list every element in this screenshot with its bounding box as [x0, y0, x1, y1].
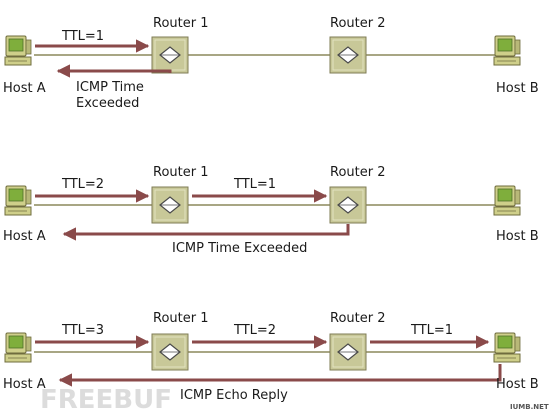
reply-label-line-2: Exceeded — [76, 96, 139, 111]
host-b-label: Host B — [496, 81, 539, 96]
router-1-icon — [151, 36, 189, 74]
router-1-label: Router 1 — [153, 311, 209, 326]
router-2-icon — [329, 186, 367, 224]
scenario-3: TTL=3 TTL=2 TTL=1 Router 1 Router 2 Host… — [3, 311, 539, 403]
router-2-icon — [329, 333, 367, 371]
ttl-label: TTL=1 — [410, 323, 453, 338]
host-b-label: Host B — [496, 377, 539, 392]
watermark-left: FREEBUF — [40, 385, 172, 412]
host-a-icon — [4, 185, 32, 216]
host-b-icon — [493, 35, 521, 66]
router-1-icon — [151, 333, 189, 371]
scenario-1: TTL=1 Router 1 Router 2 Host A Host B IC… — [3, 16, 539, 111]
router-2-label: Router 2 — [330, 311, 386, 326]
reply-arrow — [56, 64, 172, 78]
host-a-label: Host A — [3, 377, 46, 392]
router-1-label: Router 1 — [153, 165, 209, 180]
router-1-label: Router 1 — [153, 16, 209, 31]
ttl-label: TTL=1 — [233, 177, 276, 192]
ttl-label: TTL=2 — [61, 177, 104, 192]
host-b-label: Host B — [496, 229, 539, 244]
router-2-label: Router 2 — [330, 165, 386, 180]
router-2-icon — [329, 36, 367, 74]
ttl-label: TTL=2 — [233, 323, 276, 338]
host-b-icon — [493, 185, 521, 216]
reply-label-line-1: ICMP Time — [76, 80, 144, 95]
reply-label: ICMP Time Exceeded — [76, 80, 148, 111]
reply-arrow — [62, 224, 350, 241]
host-b-icon — [493, 332, 521, 363]
host-a-icon — [4, 332, 32, 363]
reply-arrow — [58, 364, 502, 387]
reply-label: ICMP Time Exceeded — [172, 241, 307, 256]
router-1-icon — [151, 186, 189, 224]
router-2-label: Router 2 — [330, 16, 386, 31]
host-a-icon — [4, 35, 32, 66]
scenario-2: TTL=2 TTL=1 Router 1 Router 2 Host A Hos… — [3, 165, 539, 256]
reply-label: ICMP Echo Reply — [180, 388, 288, 403]
watermark-right: IUMB.NET — [510, 403, 549, 411]
host-a-label: Host A — [3, 81, 46, 96]
host-a-label: Host A — [3, 229, 46, 244]
ttl-label: TTL=3 — [61, 323, 104, 338]
ttl-label: TTL=1 — [61, 29, 104, 44]
